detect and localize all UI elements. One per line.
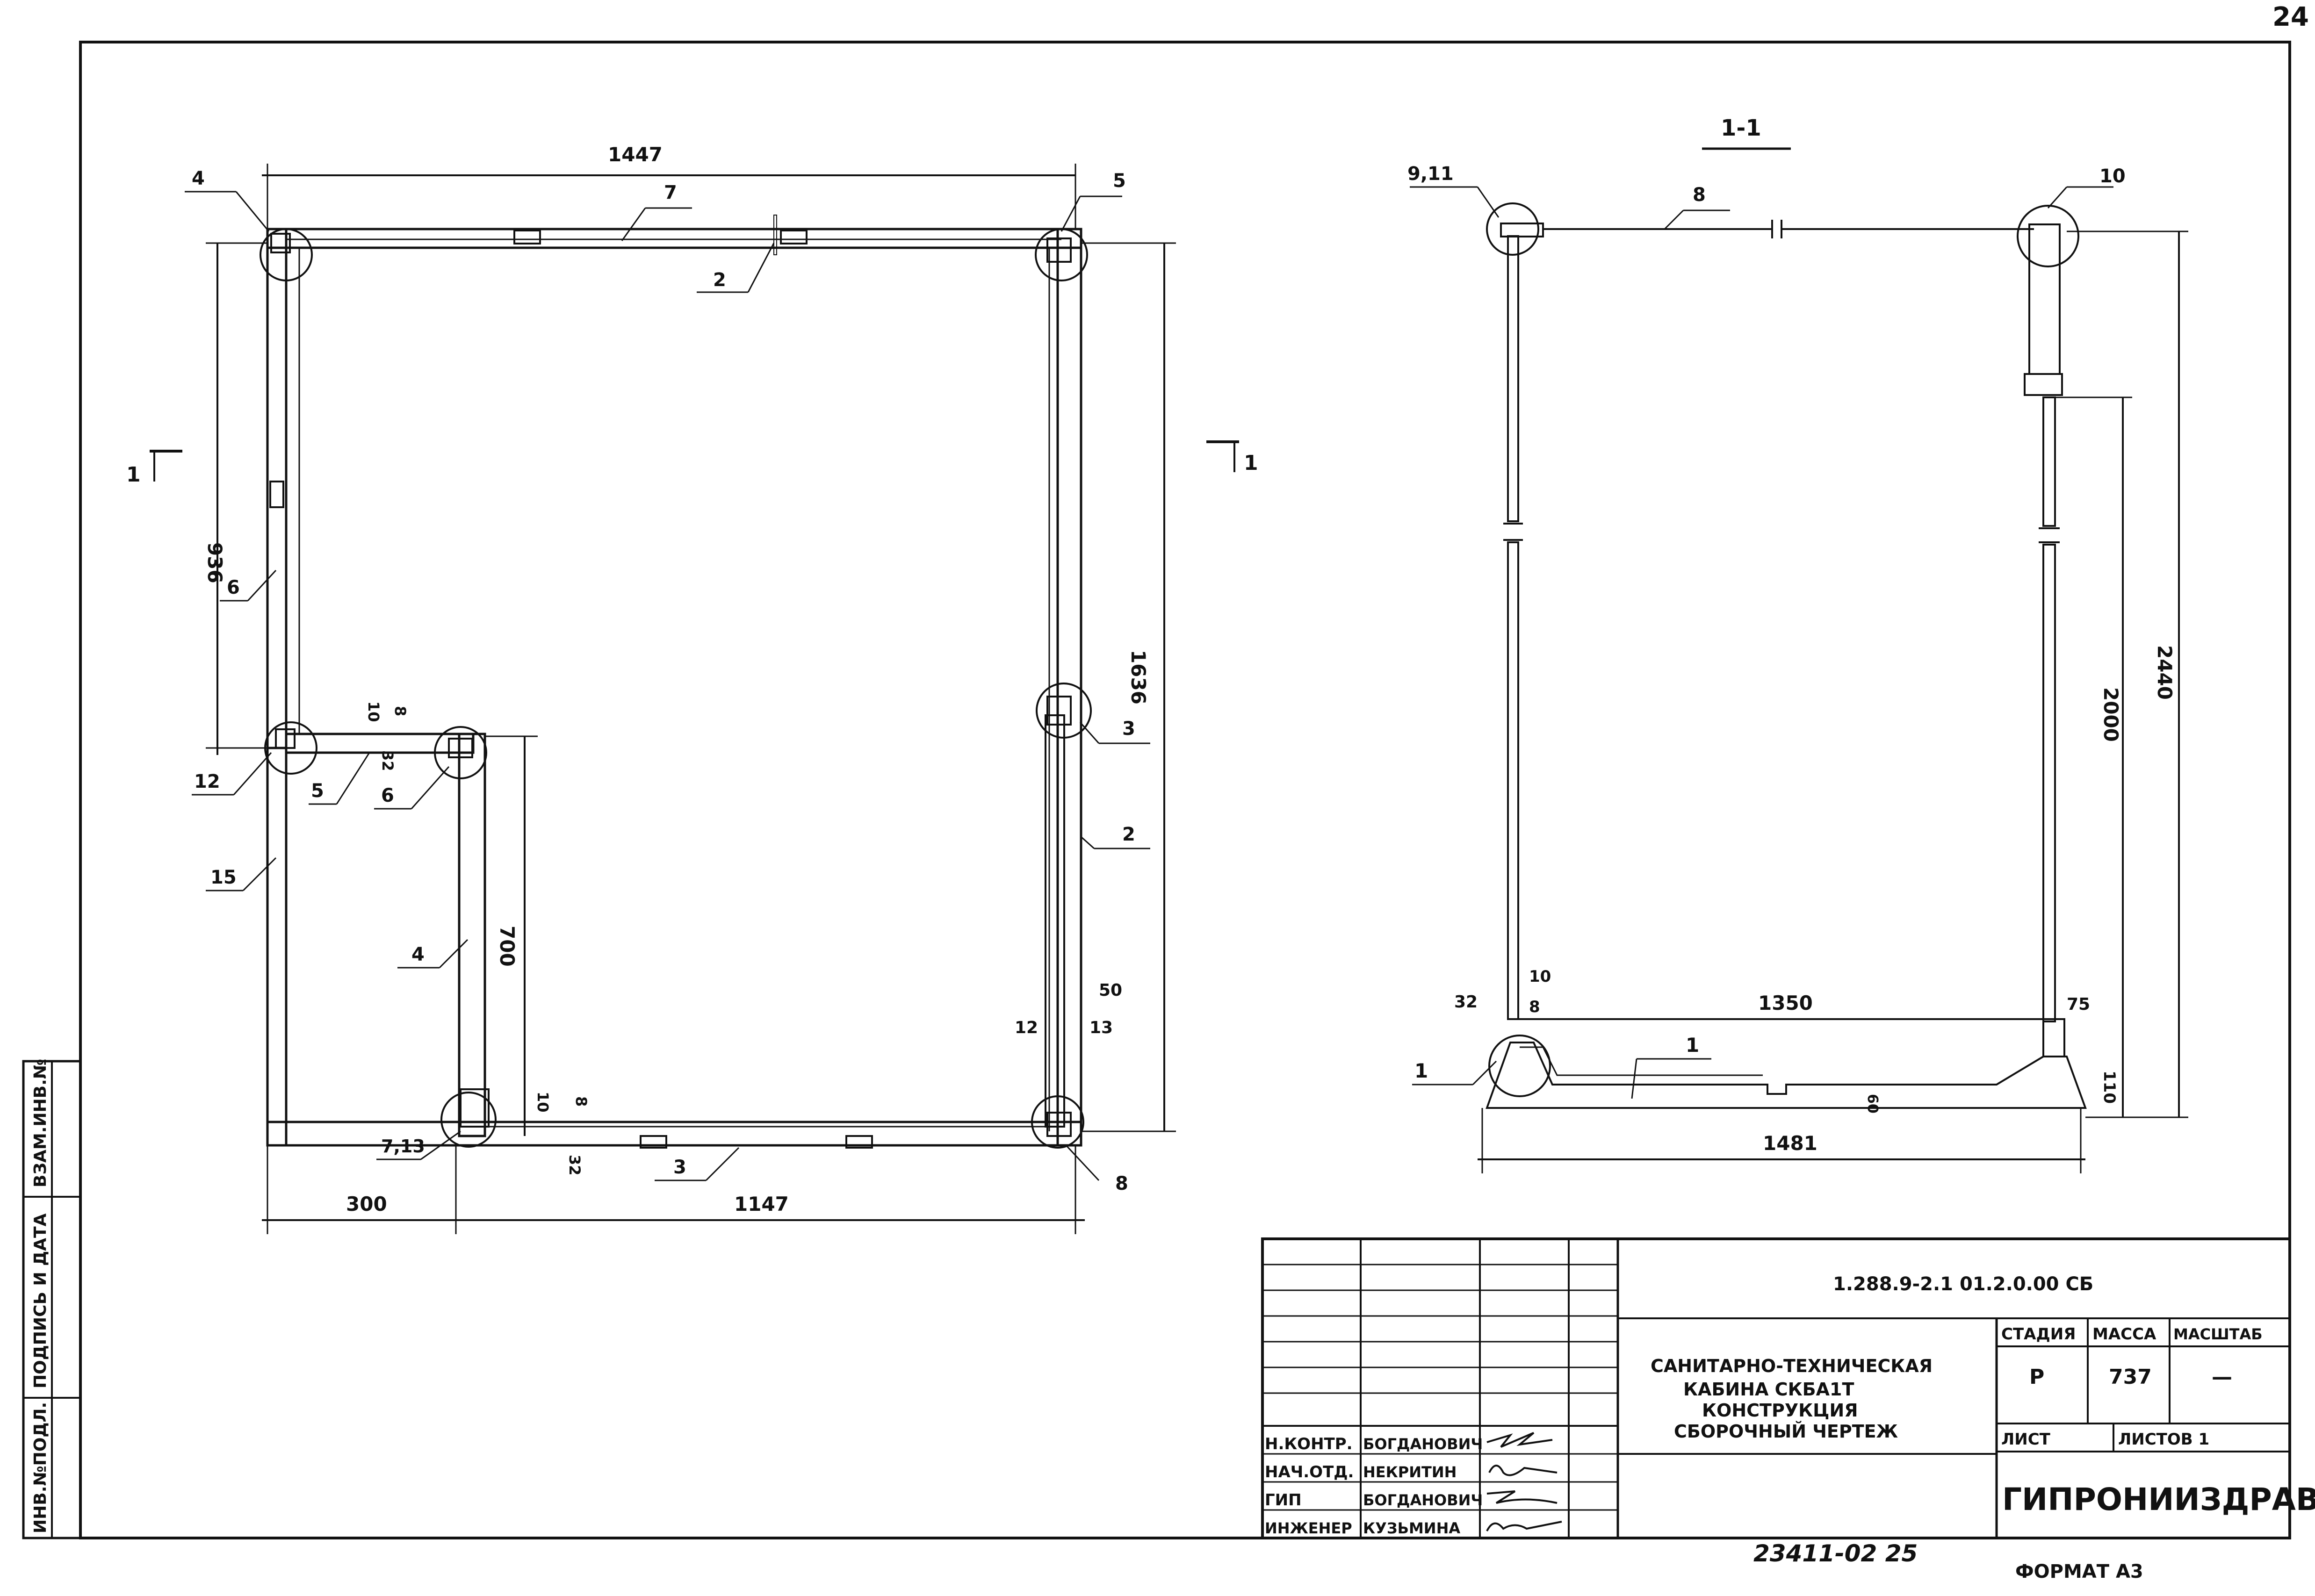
footer-format: ФОРМАТ А3 [2015,1561,2143,1582]
mass-value: 737 [2109,1365,2152,1389]
callout-4-mid: 4 [411,944,425,965]
title-line-0: САНИТАРНО-ТЕХНИЧЕСКАЯ [1651,1356,1933,1376]
dim-13: 13 [1089,1018,1113,1037]
signature-2 [1486,1490,1558,1504]
section-mark-right: 1 [1206,440,1258,475]
dim-left: 936 [203,542,226,583]
signature-0 [1486,1432,1553,1448]
title-block: Н.КОНТР. БОГДАНОВИЧ НАЧ.ОТД. НЕКРИТИН ГИ… [1261,1237,2315,1539]
sec-dim-1350: 1350 [1758,992,1813,1014]
sec-callout-9-11: 9,11 [1407,163,1454,185]
role-3: ИНЖЕНЕР [1265,1519,1352,1537]
signature-3 [1486,1521,1562,1531]
callout-2-right: 2 [1122,824,1135,845]
sec-dim-10: 10 [1529,967,1551,986]
role-0: Н.КОНТР. [1265,1435,1353,1453]
dim-12: 12 [1015,1018,1038,1037]
dim-32a: 32 [379,750,397,771]
scale-value: — [2212,1365,2232,1389]
scale-label: МАСШТАБ [2173,1325,2263,1343]
callout-3-right: 3 [1122,718,1135,740]
callout-12: 12 [194,771,220,792]
section-mark-left: 1 [126,450,182,487]
mass-label: МАССА [2092,1325,2156,1344]
footer-number: 23411-02 25 [1753,1540,1918,1567]
section-view: 1-1 1350 1481 [1407,115,2188,1173]
callout-4: 4 [192,168,205,189]
name-0: БОГДАНОВИЧ [1363,1435,1483,1453]
callout-7-13: 7,13 [381,1136,425,1157]
stage-label: СТАДИЯ [2001,1325,2076,1344]
dim-bottom-left: 300 [346,1193,387,1215]
dim-8a: 8 [391,706,409,716]
callout-5: 5 [1113,170,1126,192]
svg-text:1: 1 [126,463,141,487]
doc-code: 1.288.9-2.1 01.2.0.00 СБ [1833,1273,2093,1295]
sec-dim-8: 8 [1529,998,1540,1016]
organization: ГИПРОНИИЗДРАВ [2002,1481,2315,1517]
name-2: БОГДАНОВИЧ [1363,1491,1483,1509]
dim-bottom-right: 1147 [734,1193,789,1215]
sec-dim-2000: 2000 [2099,687,2122,742]
sec-dim-1481: 1481 [1763,1132,1817,1155]
callout-15: 15 [210,867,237,888]
page-number: 24 [2272,2,2309,32]
sheets-label: ЛИСТОВ 1 [2118,1430,2209,1449]
callout-6-mid: 6 [381,785,394,806]
dim-32b: 32 [566,1155,584,1176]
callout-3-bottom: 3 [673,1157,686,1178]
dim-10b: 10 [534,1092,552,1113]
svg-text:1: 1 [1244,451,1258,475]
section-title: 1-1 [1721,115,1761,141]
sec-dim-32: 32 [1454,992,1478,1012]
signature-1 [1488,1465,1558,1476]
stamp-podpis: ПОДПИСЬ И ДАТА [31,1213,50,1388]
name-1: НЕКРИТИН [1363,1463,1457,1481]
callout-6-left: 6 [227,577,240,598]
sec-callout-1-left: 1 [1414,1059,1428,1082]
dim-inner-height: 700 [496,926,519,967]
sec-dim-110: 110 [2100,1071,2119,1104]
dim-50: 50 [1099,981,1122,1000]
dim-top: 1447 [608,143,663,166]
plan-view: 1447 936 1636 700 300 1147 10 8 32 10 8 … [126,143,1258,1234]
side-stamp: ВЗАМ.ИНВ.№ ПОДПИСЬ И ДАТА ИНВ.№ПОДЛ. [22,1059,82,1539]
callout-5-mid: 5 [311,780,324,802]
stamp-vzam: ВЗАМ.ИНВ.№ [31,1059,50,1187]
sec-callout-1-mid: 1 [1686,1034,1699,1057]
title-line-2: КОНСТРУКЦИЯ [1702,1400,1858,1421]
drawing-frame [79,41,2291,1539]
title-line-1: КАБИНА СКБА1Т [1683,1379,1854,1400]
sheet-label: ЛИСТ [2001,1430,2051,1449]
role-1: НАЧ.ОТД. [1265,1463,1354,1481]
dim-8b: 8 [572,1096,590,1107]
stamp-inv-podl: ИНВ.№ПОДЛ. [31,1402,50,1533]
callout-2-top: 2 [713,269,726,291]
role-2: ГИП [1265,1491,1302,1510]
callout-8: 8 [1115,1173,1128,1194]
sec-dim-60: 60 [1864,1094,1881,1114]
dim-right: 1636 [1127,650,1150,705]
dim-10a: 10 [365,701,382,722]
sec-dim-2440: 2440 [2153,645,2176,700]
title-line-3: СБОРОЧНЫЙ ЧЕРТЕЖ [1674,1421,1898,1442]
sec-callout-10: 10 [2099,165,2126,187]
callout-7: 7 [664,182,677,203]
sec-dim-75: 75 [2067,995,2090,1014]
name-3: КУЗЬМИНА [1363,1519,1460,1537]
stage-value: Р [2029,1365,2044,1389]
sec-callout-8: 8 [1693,184,1706,206]
